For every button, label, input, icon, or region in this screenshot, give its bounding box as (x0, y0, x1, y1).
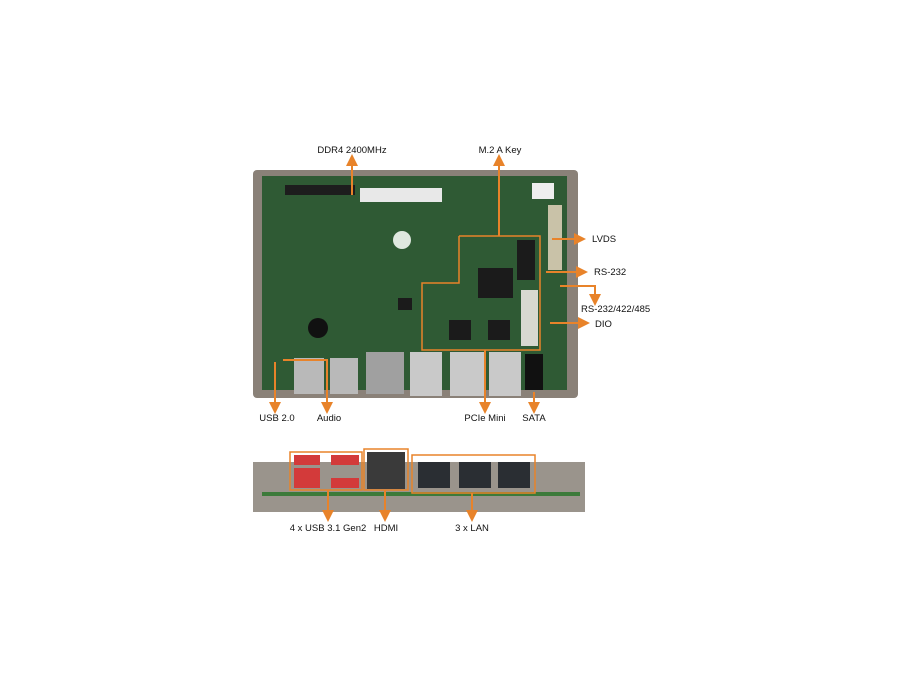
chip (398, 298, 412, 310)
power-connector (532, 183, 554, 199)
board-io-view (253, 452, 585, 512)
logo-badge (393, 231, 411, 249)
rs232-422-485-arrow (560, 285, 601, 306)
lan-label: 3 x LAN (455, 523, 489, 534)
audio-arrow (283, 359, 333, 414)
chip (449, 320, 471, 340)
lan-port (410, 352, 442, 396)
buzzer (308, 318, 328, 338)
m2-slot (517, 240, 535, 280)
usb20-label: USB 2.0 (259, 413, 294, 424)
hdmi-dp-port (367, 452, 405, 489)
lan-port (489, 352, 521, 396)
lan-port (498, 462, 530, 488)
lan-port (450, 352, 484, 396)
lan-highlight (411, 454, 536, 494)
lan-port (459, 462, 491, 488)
chip (478, 268, 513, 298)
usb-port (330, 358, 358, 394)
lvds-label: LVDS (592, 234, 616, 245)
hdmi-port (366, 352, 404, 394)
lan-port (418, 462, 450, 488)
dio-label: DIO (595, 319, 612, 330)
usb31-label: 4 x USB 3.1 Gen2 (290, 523, 367, 534)
usb-port (294, 358, 324, 394)
ddr4-label: DDR4 2400MHz (317, 145, 386, 156)
ddr4-slot (285, 185, 355, 195)
rs232-label: RS-232 (594, 267, 626, 278)
audio-label: Audio (317, 413, 341, 424)
rs232-422-485-label: RS-232/422/485 (581, 304, 650, 315)
sata-label: SATA (522, 413, 546, 424)
sata-connector (525, 354, 543, 390)
hdmi-label: HDMI (374, 523, 398, 534)
pcie-mini-slot (521, 290, 538, 346)
pcie-mini-label: PCIe Mini (464, 413, 505, 424)
board-top-view (253, 170, 578, 398)
chip (488, 320, 510, 340)
m2-label: M.2 A Key (479, 145, 522, 156)
ddr4-module-label (360, 188, 442, 202)
usb31-highlight (289, 451, 363, 491)
lvds-connector (548, 205, 562, 270)
m2-pcie-highlight (421, 235, 541, 351)
